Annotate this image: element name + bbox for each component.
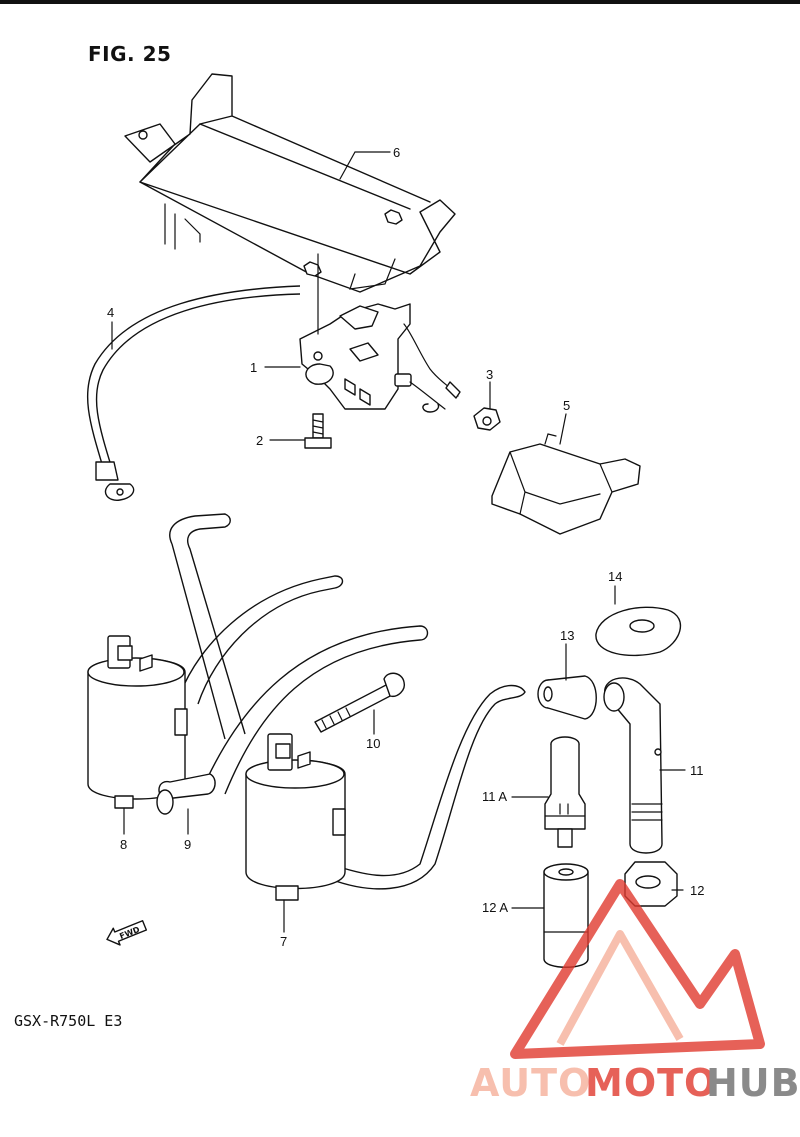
logo-word-moto: MOTO [585, 1061, 717, 1105]
callout-11: 11 [690, 763, 704, 778]
callout-1: 1 [250, 360, 257, 375]
callout-11a: 11 A [482, 789, 507, 804]
seal-part-13 [537, 675, 597, 720]
ignition-coil-part-8 [87, 635, 216, 815]
ground-wire-part-4 [86, 285, 301, 501]
logo-word-auto: AUTO [470, 1061, 591, 1105]
parts-diagram: 6 4 1 2 3 5 14 13 11 11 A 12 12 A 10 8 9… [86, 73, 800, 1105]
callout-13: 13 [560, 628, 574, 643]
callout-5: 5 [563, 398, 570, 413]
callout-12: 12 [690, 883, 704, 898]
bolt-part-10 [314, 672, 405, 733]
callout-14: 14 [608, 569, 622, 584]
callout-3: 3 [486, 367, 493, 382]
callout-numbers: 6 4 1 2 3 5 14 13 11 11 A 12 12 A 10 8 9… [107, 145, 704, 949]
callout-8: 8 [120, 837, 127, 852]
hose-lines [169, 513, 526, 890]
plug-cap-part-11 [603, 677, 663, 854]
callout-4: 4 [107, 305, 114, 320]
callout-12a: 12 A [482, 900, 508, 915]
nut-part-12a [543, 863, 589, 968]
forward-label: FWD [118, 925, 141, 941]
figure-title: FIG. 25 [88, 42, 172, 66]
callout-10: 10 [366, 736, 380, 751]
ignition-coil-part-7 [245, 733, 346, 901]
leader-lines [111, 151, 686, 933]
callout-6: 6 [393, 145, 400, 160]
callout-9: 9 [184, 837, 191, 852]
logo-triangle-icon [510, 879, 765, 1059]
forward-arrow-icon: FWD [106, 920, 148, 946]
grommet-part-14 [595, 606, 682, 657]
watermark-logo: AUTO MOTO HUB [470, 879, 800, 1105]
relay-part-1 [299, 303, 461, 413]
logo-word-hub: HUB [706, 1061, 800, 1105]
bracket-part-6 [124, 73, 456, 293]
callout-2: 2 [256, 433, 263, 448]
nut-part-3 [473, 407, 501, 431]
bolt-part-2 [304, 253, 332, 449]
plug-cap-part-11a [544, 736, 586, 848]
nut-part-12 [624, 861, 678, 907]
callout-7: 7 [280, 934, 287, 949]
model-label: GSX-R750L E3 [14, 1012, 123, 1030]
cover-part-5 [491, 433, 641, 535]
